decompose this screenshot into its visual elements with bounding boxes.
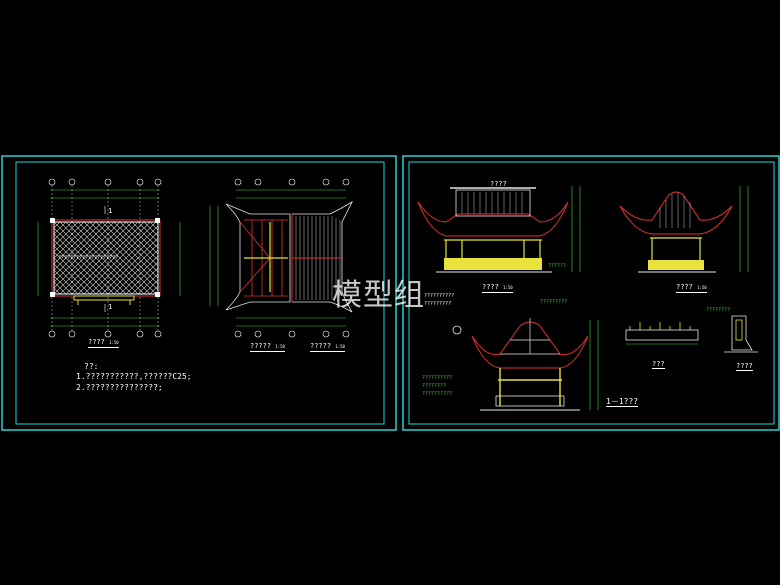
section-note-1: ?????????? bbox=[422, 375, 453, 381]
detail1-title: ??? bbox=[652, 360, 665, 369]
hatch-note: ???????????????????? bbox=[58, 255, 119, 261]
side-elevation-label: ???? bbox=[676, 283, 693, 291]
section-marker bbox=[452, 325, 462, 335]
watermark: 模型组 bbox=[332, 278, 425, 313]
eave-note: ?????? bbox=[548, 263, 567, 269]
section-note-2: ???????? bbox=[422, 383, 447, 389]
section-title: 1－1??? bbox=[606, 397, 639, 407]
side-elevation-scale: 1:50 bbox=[697, 285, 707, 290]
front-elevation-scale: 1:50 bbox=[503, 285, 513, 290]
detail2-title: ???? bbox=[736, 362, 753, 371]
section-1-1 bbox=[471, 318, 599, 411]
floor-plan-label: ???? bbox=[88, 338, 105, 346]
axis-mark-bottom: 1 bbox=[108, 303, 113, 311]
notes-heading: ??: bbox=[84, 362, 99, 371]
roof-plan-title: ????? 1:50 bbox=[250, 342, 285, 352]
callout-3: ????????? bbox=[540, 299, 568, 305]
roof-plan-scale: 1:50 bbox=[275, 344, 285, 349]
roof-detail-scale: 1:50 bbox=[335, 344, 345, 349]
floor-plan bbox=[37, 178, 181, 338]
sheet2-frame bbox=[402, 155, 780, 431]
floor-plan-scale: 1:50 bbox=[109, 340, 119, 345]
roof-detail-title: ????? 1:50 bbox=[310, 342, 345, 352]
railing-detail bbox=[625, 322, 699, 345]
callout-2: ????????? bbox=[424, 301, 452, 307]
axis-mark-top: 1 bbox=[108, 207, 113, 215]
roof-detail-label: ????? bbox=[310, 342, 332, 350]
roof-framing-plan bbox=[209, 178, 353, 338]
side-elevation-title: ???? 1:50 bbox=[676, 283, 707, 293]
ridge-top-label: ???? bbox=[490, 180, 507, 188]
front-elevation-title: ???? 1:50 bbox=[482, 283, 513, 293]
front-elevation bbox=[417, 186, 581, 273]
base-detail bbox=[724, 315, 758, 353]
callout-4: ???????? bbox=[706, 307, 731, 313]
sheet1-frame bbox=[1, 155, 397, 431]
callout-1: ?????????? bbox=[424, 293, 455, 299]
roof-plan-label: ????? bbox=[250, 342, 272, 350]
front-elevation-label: ???? bbox=[482, 283, 499, 291]
side-elevation bbox=[619, 186, 749, 273]
floor-plan-title: ???? 1:50 bbox=[88, 338, 119, 348]
section-note-3: ?????????? bbox=[422, 391, 453, 397]
notes-line-1: 1.???????????,??????C25; bbox=[76, 372, 192, 381]
notes-line-2: 2.???????????????; bbox=[76, 383, 163, 392]
